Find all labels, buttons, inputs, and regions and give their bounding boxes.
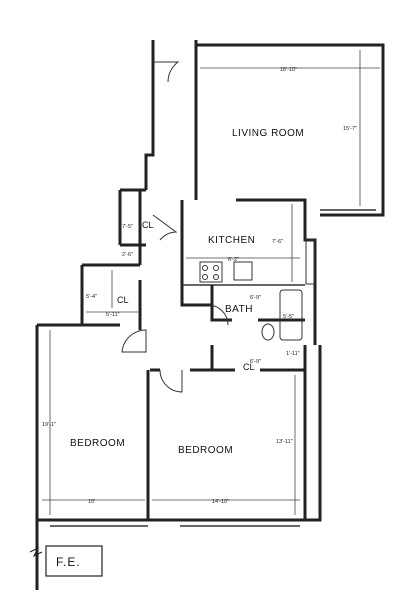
dimension-lines xyxy=(42,50,380,515)
room-label-living: LIVING ROOM xyxy=(232,128,304,139)
fixtures xyxy=(199,239,315,341)
dim-bath-depth: 5'-5" xyxy=(283,314,294,320)
dim-kitchen-depth: 7'-6" xyxy=(272,239,283,245)
toilet-icon xyxy=(261,323,275,341)
counter-icon xyxy=(305,239,315,285)
doors xyxy=(121,61,229,393)
break-line-icon xyxy=(29,546,43,558)
dim-closet-upper-depth: 7'-5" xyxy=(122,224,133,230)
room-label-kitchen: KITCHEN xyxy=(208,235,255,246)
bathtub-icon xyxy=(279,289,303,341)
dim-closet-left-width: 5'-11" xyxy=(106,312,120,318)
bath-left-wall xyxy=(210,285,232,322)
entry-door-swing xyxy=(153,61,180,83)
room-label-closet-lower: CL xyxy=(243,362,255,372)
lower-closet-wall xyxy=(210,345,235,372)
burner-icon xyxy=(202,265,208,271)
dim-bedroom-right-width: 14'-10" xyxy=(212,499,229,505)
closet-door-swing xyxy=(152,214,178,241)
bath-door-swing xyxy=(207,304,229,326)
room-label-bedroom-left: BEDROOM xyxy=(70,438,125,449)
room-label-closet-left: CL xyxy=(117,295,129,305)
dim-closet-lower-width: 6'-9" xyxy=(250,359,261,365)
room-label-bath: BATH xyxy=(225,304,253,315)
dim-living-width: 16'-10" xyxy=(280,67,297,73)
kitchen-right-wall xyxy=(236,198,317,345)
dim-closet-left-depth: 5'-4" xyxy=(86,294,97,300)
room-label-closet-upper: CL xyxy=(142,220,154,230)
kitchen-left-wall xyxy=(180,200,212,307)
room-label-bedroom-right: BEDROOM xyxy=(178,445,233,456)
fire-extinguisher: F.E. xyxy=(29,545,103,577)
dim-closet-lower-depth: 1'-11" xyxy=(286,351,300,357)
dim-bath-width: 6'-9" xyxy=(250,295,261,301)
dim-bedroom-left-depth: 19'-1" xyxy=(42,422,56,428)
burner-icon xyxy=(213,265,219,271)
sink-icon xyxy=(233,261,253,281)
dim-kitchen-width: 6'-2" xyxy=(228,257,239,263)
dim-closet-upper-width: 2'-6" xyxy=(122,252,133,258)
fe-label: F.E. xyxy=(56,555,81,569)
burner-icon xyxy=(202,274,208,280)
bedroom-left-door-swing xyxy=(121,329,147,353)
walls xyxy=(35,40,385,590)
dim-bedroom-right-depth: 13'-11" xyxy=(276,439,293,445)
dim-bedroom-left-width: 10' xyxy=(88,499,95,505)
bedroom-right-door-swing xyxy=(159,369,183,393)
entry-left-wall xyxy=(144,40,155,190)
stove-icon xyxy=(199,261,223,283)
bottom-wall xyxy=(37,345,322,522)
burner-icon xyxy=(213,274,219,280)
dim-living-depth: 15'-7" xyxy=(343,126,357,132)
